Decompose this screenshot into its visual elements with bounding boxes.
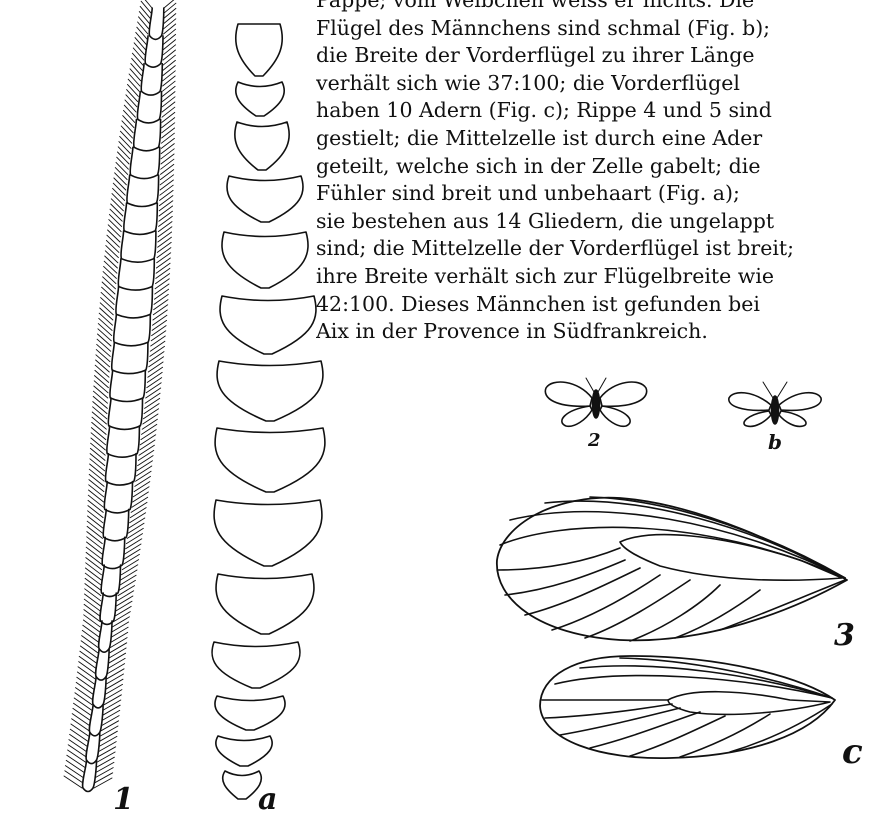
antenna-segment [145, 36, 163, 67]
antenna-segment [112, 342, 148, 373]
text-line: sind; die Mittelzelle der Vorderflügel i… [316, 235, 871, 263]
text-line: Aix in der Provence in Südfrankreich. [316, 318, 871, 346]
antenna-segment [107, 426, 140, 457]
antenna-segment [137, 92, 161, 123]
figure-3-wing [497, 497, 847, 641]
antenna-segment [141, 64, 162, 95]
figure-b-moth [729, 382, 821, 426]
antenna-segment [96, 649, 109, 680]
antenna-segment [149, 8, 164, 39]
antenna-a-segment [222, 232, 308, 288]
figure-label-1: 1 [113, 782, 134, 817]
antenna-segment [116, 287, 153, 318]
antenna-segment [93, 677, 106, 708]
antenna-a-segment [236, 24, 283, 76]
text-line: 42:100. Dieses Männchen ist gefunden bei [316, 291, 871, 319]
antenna-segment [86, 732, 100, 763]
antenna-segment [124, 203, 158, 234]
figure-c-wing [540, 656, 835, 758]
antenna-segment [103, 509, 129, 540]
body-text: Pappe; vom Weibchen weiss er nichts. Die… [316, 0, 871, 346]
antenna-segment [100, 593, 116, 624]
figure-label-2: 2 [588, 430, 601, 451]
antenna-a-segment [235, 122, 289, 170]
antenna-a-segment [215, 428, 325, 492]
antenna-segment [99, 621, 112, 652]
text-line: Pappe; vom Weibchen weiss er nichts. Die [316, 0, 871, 15]
antenna-a-segment [216, 574, 314, 634]
antenna-segment [101, 565, 120, 596]
text-line: gestielt; die Mittelzelle ist durch eine… [316, 125, 871, 153]
antenna-a-segment [217, 361, 323, 421]
antenna-segment [118, 259, 154, 290]
antenna-segment [114, 314, 151, 345]
figure-label-a: a [258, 782, 277, 817]
text-line: geteilt, welche sich in der Zelle gabelt… [316, 153, 871, 181]
antenna-segment [105, 454, 136, 485]
antenna-segment [108, 398, 142, 429]
antenna-segment [127, 175, 159, 206]
antenna-a-segment [216, 736, 272, 766]
antenna-segment [110, 370, 145, 401]
antenna-a-segment [220, 296, 316, 354]
antenna-segment [104, 482, 132, 513]
antenna-segment [89, 704, 103, 735]
antenna-segment [134, 119, 161, 150]
text-line: die Breite der Vorderflügel zu ihrer Län… [316, 42, 871, 70]
antenna-a-segment [223, 771, 262, 799]
antenna-a-segment [214, 500, 322, 566]
text-line: verhält sich wie 37:100; die Vorderflüge… [316, 70, 871, 98]
antenna-segment [121, 231, 156, 262]
antenna-a-segment [215, 696, 285, 730]
figure-label-c: c [842, 732, 863, 772]
antenna-a-segment [212, 642, 300, 688]
antenna-segment [83, 760, 97, 791]
text-line: Fühler sind breit und unbehaart (Fig. a)… [316, 180, 871, 208]
figure-1-hairy-antenna [64, 0, 176, 792]
antenna-segment [102, 537, 125, 568]
antenna-a-segment [227, 176, 303, 222]
text-line: ihre Breite verhält sich zur Flügelbreit… [316, 263, 871, 291]
text-line: haben 10 Adern (Fig. c); Rippe 4 und 5 s… [316, 97, 871, 125]
figure-label-3: 3 [834, 618, 855, 653]
figure-2-moth [545, 378, 646, 426]
figure-a-broad-antenna [212, 24, 325, 799]
antenna-a-segment [236, 82, 285, 116]
text-line: sie bestehen aus 14 Gliedern, die ungela… [316, 208, 871, 236]
antenna-segment [130, 147, 160, 178]
figure-label-b: b [768, 430, 782, 454]
text-line: Flügel des Männchens sind schmal (Fig. b… [316, 15, 871, 43]
